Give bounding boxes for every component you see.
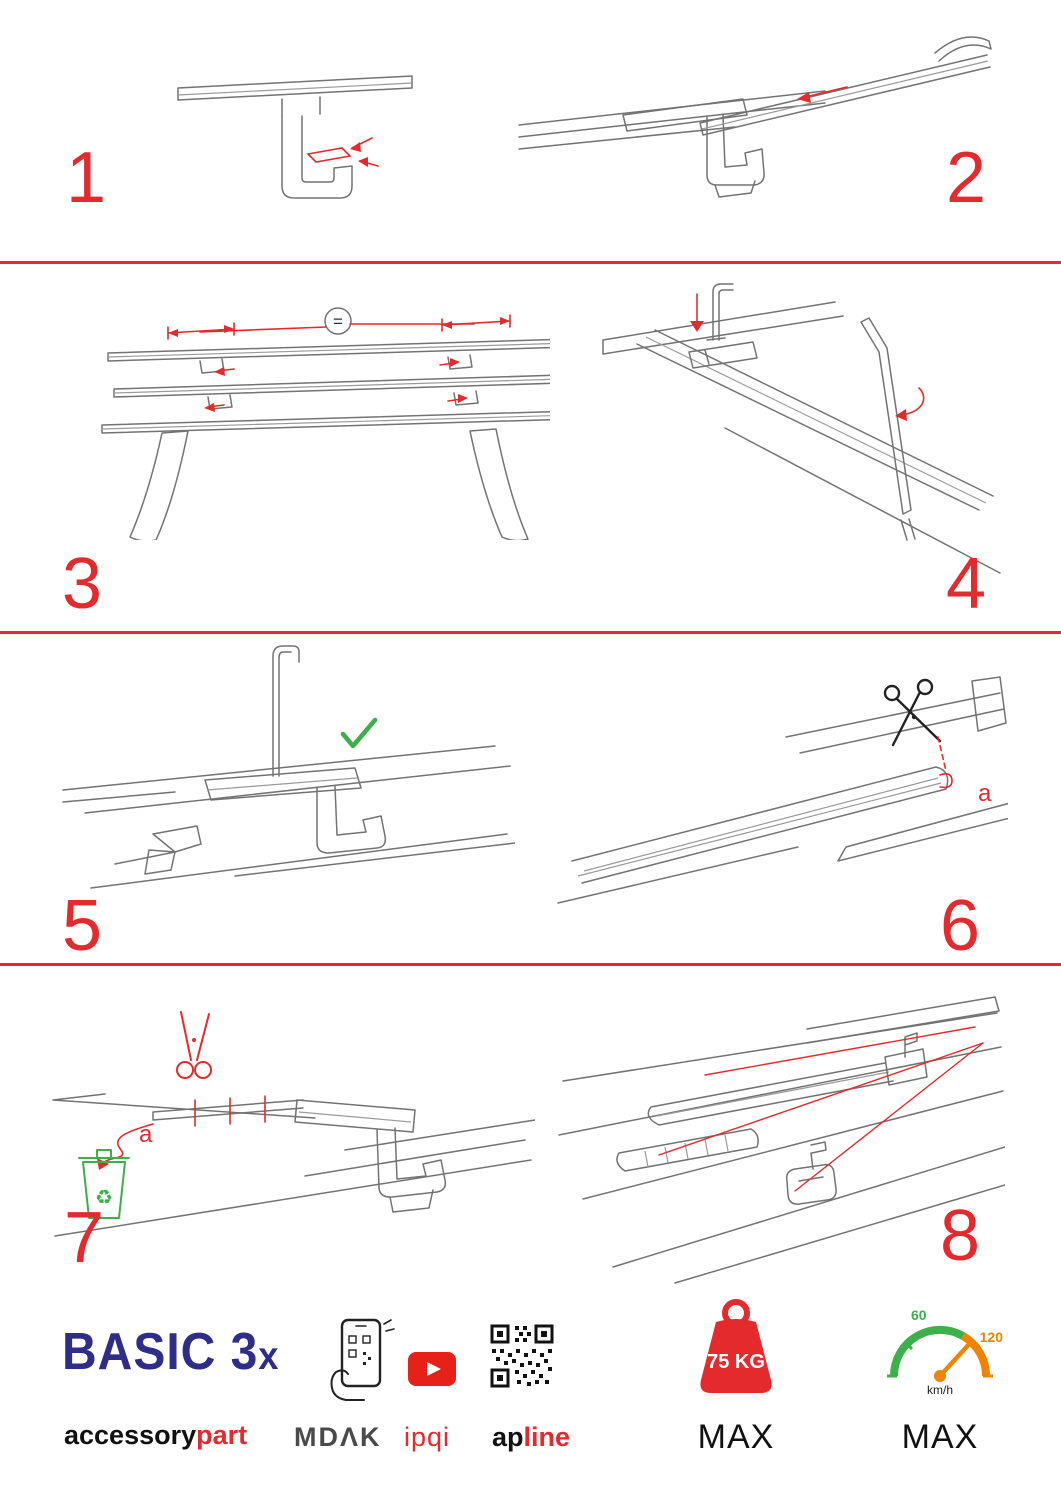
step-1-illustration	[170, 68, 420, 233]
qr-code	[489, 1323, 555, 1389]
apline-logo: apline	[492, 1422, 570, 1453]
step-number-4: 4	[946, 544, 987, 624]
step-4-illustration	[585, 278, 1005, 608]
speed-max-label: MAX	[901, 1418, 979, 1456]
alignment-check-drawing	[558, 996, 1005, 1284]
step-5-illustration	[55, 638, 515, 903]
speed-60-label: 60	[911, 1307, 927, 1323]
trash-bin-icon	[78, 1149, 130, 1219]
apline-line: line	[523, 1422, 571, 1452]
strip-label-a: a	[978, 780, 992, 807]
scissors-icon	[883, 684, 901, 702]
step-number-7: 7	[64, 1198, 105, 1278]
cut-strip-drawing: a	[557, 676, 1008, 904]
clamp-under-bar-drawing	[177, 75, 413, 199]
speed-unit-label: km/h	[927, 1383, 953, 1397]
speed-120-label: 120	[980, 1329, 1004, 1345]
weight-max-label: MAX	[697, 1418, 775, 1456]
three-bars-spacing-drawing: =	[101, 307, 550, 540]
part-text: part	[196, 1420, 248, 1450]
step-number-1: 1	[66, 138, 107, 218]
red-scissors-icon	[180, 1011, 210, 1061]
step-number-5: 5	[62, 886, 103, 966]
step-3-illustration: =	[50, 285, 550, 540]
accessorypart-logo: accessorypart	[64, 1420, 247, 1451]
section-divider-3	[0, 963, 1061, 966]
step-number-3: 3	[62, 544, 103, 624]
rod-installed-check-drawing	[62, 645, 515, 889]
step-6-illustration: a	[548, 675, 1008, 910]
allen-key-tighten-drawing	[602, 283, 1001, 574]
brand-main: BASIC 3	[62, 1323, 259, 1382]
step-7-illustration: a ♻	[45, 1000, 535, 1240]
apline-ap: ap	[492, 1422, 524, 1452]
step-number-8: 8	[940, 1196, 981, 1276]
mdak-logo: MDΛK	[294, 1422, 382, 1452]
accessory-text: accessory	[64, 1420, 197, 1450]
section-divider-2	[0, 631, 1061, 634]
step-8-illustration	[555, 985, 1005, 1285]
discard-strip-drawing: a ♻	[52, 1011, 535, 1237]
step-number-6: 6	[940, 886, 981, 966]
step-number-2: 2	[946, 138, 987, 218]
youtube-icon	[408, 1352, 456, 1386]
recycle-icon: ♻	[95, 1187, 113, 1209]
max-weight-icon: 75 KG	[670, 1296, 802, 1410]
strip-slide-drawing	[518, 36, 992, 198]
ipqi-logo: ipqi	[404, 1422, 451, 1452]
step-2-illustration	[515, 25, 995, 220]
weight-value: 75 KG	[707, 1351, 765, 1373]
section-divider-1	[0, 261, 1061, 264]
brand-suffix: x	[258, 1333, 280, 1378]
scan-phone-icon	[316, 1316, 396, 1404]
product-name: BASIC 3x	[62, 1323, 279, 1382]
equal-spacing-label: =	[333, 312, 343, 331]
checkmark-icon	[340, 717, 378, 749]
speed-limit-icon: 60 120 km/h	[875, 1298, 1005, 1398]
